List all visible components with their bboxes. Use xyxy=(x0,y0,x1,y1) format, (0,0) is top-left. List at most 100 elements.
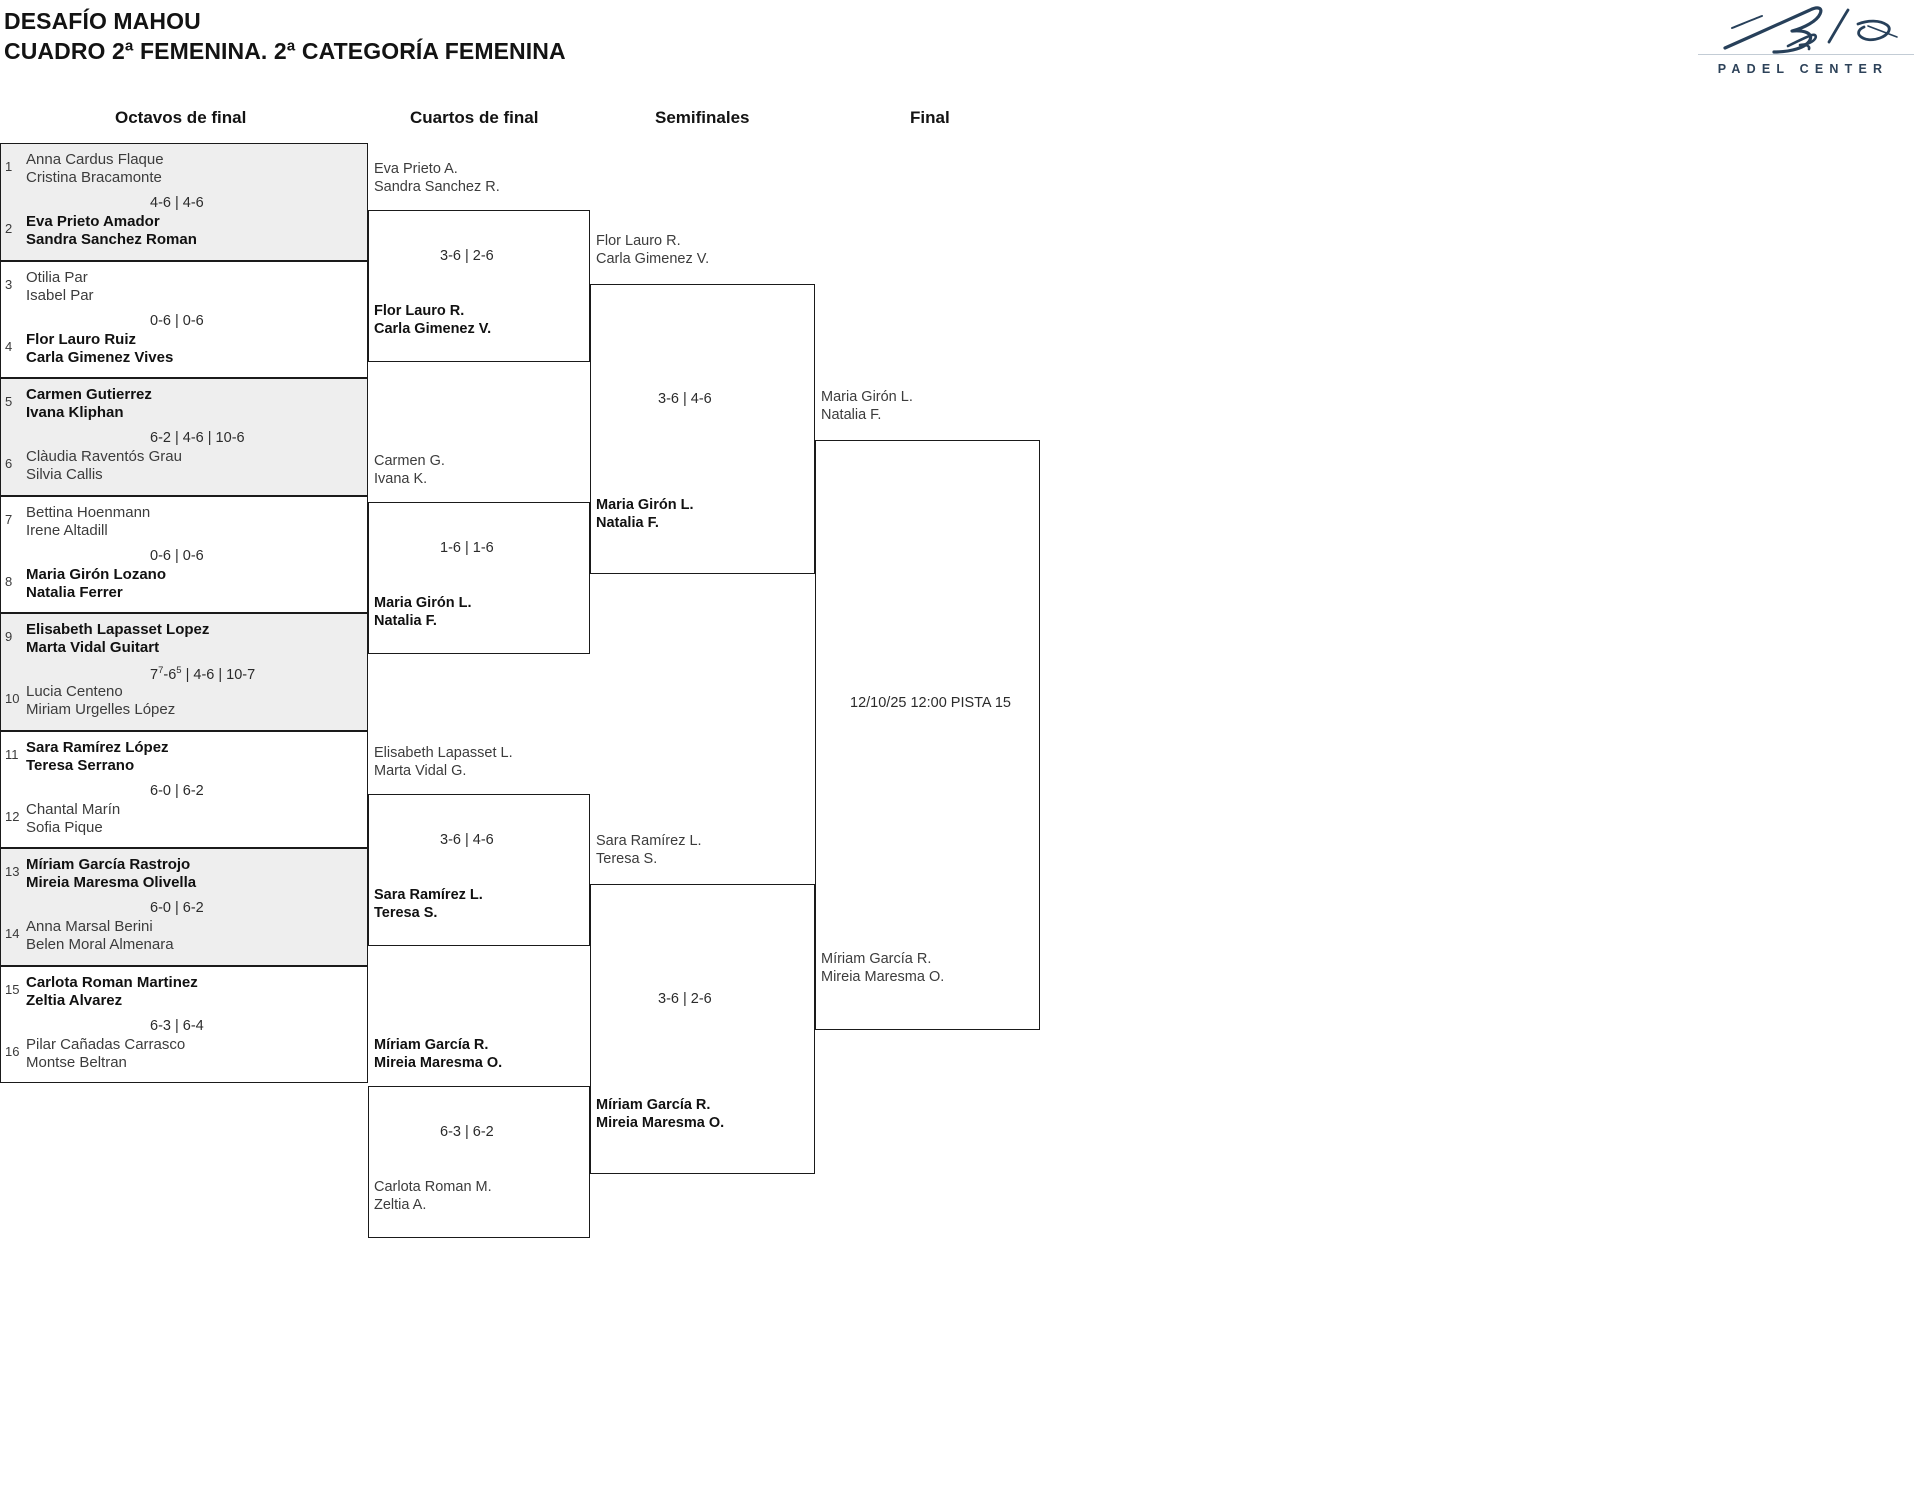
quarterfinal-team-top[interactable]: Míriam García R. Mireia Maresma O. xyxy=(374,1036,502,1072)
player-name: Carlota Roman Martinez xyxy=(26,973,198,991)
player-name: Isabel Par xyxy=(26,286,94,304)
player-name: Carmen Gutierrez xyxy=(26,386,152,403)
player-name: Elisabeth Lapasset L. xyxy=(374,745,513,761)
semifinal-team-top[interactable]: Flor Lauro R.Carla Gimenez V. xyxy=(596,232,709,268)
player-name: Míriam García Rastrojo xyxy=(26,856,191,873)
player-name: Anna Marsal Berini xyxy=(26,918,153,935)
round1-match-box[interactable] xyxy=(0,378,368,496)
round1-shade-band xyxy=(0,848,368,966)
round1-seed-number: 15 xyxy=(5,981,20,997)
quarterfinal-team-bottom[interactable]: Flor Lauro R. Carla Gimenez V. xyxy=(374,302,491,338)
player-name: Marta Vidal Guitart xyxy=(26,639,160,657)
player-name: Mireia Maresma O. xyxy=(374,1055,503,1072)
player-name: Mireia Maresma O. xyxy=(821,969,945,986)
final-team-top[interactable]: Maria Girón L.Natalia F. xyxy=(821,388,913,424)
round1-match-box[interactable] xyxy=(0,965,368,1083)
round1-match-box[interactable] xyxy=(0,495,368,613)
page-title: DESAFÍO MAHOU CUADRO 2ª FEMENINA. 2ª CAT… xyxy=(4,6,566,67)
semifinal-score: 3-6 | 4-6 xyxy=(658,391,712,407)
final-match-box[interactable] xyxy=(815,440,1040,1030)
round1-seed-number: 16 xyxy=(5,1043,20,1059)
player-name: Carla Gimenez V. xyxy=(374,321,492,338)
player-name: Sandra Sanchez R. xyxy=(374,179,500,196)
semifinal-team-bottom[interactable]: Maria Girón L.Natalia F. xyxy=(596,496,694,532)
final-schedule: 12/10/25 12:00 PISTA 15 xyxy=(850,695,1011,711)
player-name: Teresa S. xyxy=(596,851,658,868)
round1-seed-number: 9 xyxy=(5,629,13,644)
quarterfinal-match-box[interactable] xyxy=(368,502,590,654)
player-name: Carmen G. xyxy=(374,453,445,469)
quarterfinal-score: 3-6 | 2-6 xyxy=(440,248,494,264)
quarterfinal-team-top[interactable]: Carmen G.Ivana K. xyxy=(374,452,445,488)
round1-score: 6-3 | 6-4 xyxy=(150,1017,204,1034)
quarterfinal-match-box[interactable] xyxy=(368,210,590,362)
round1-shade-band xyxy=(0,613,368,731)
player-name: Míriam García R. xyxy=(374,1037,489,1053)
round1-match-box[interactable] xyxy=(0,143,368,261)
bela-script-icon xyxy=(1723,6,1898,54)
player-name: Sara Ramírez L. xyxy=(596,833,702,849)
bela-padel-center-logo: PADEL CENTER xyxy=(1692,2,1918,80)
round1-seed-number: 10 xyxy=(5,691,20,706)
quarterfinal-team-top[interactable]: Eva Prieto A. Sandra Sanchez R. xyxy=(374,160,500,196)
quarterfinal-score: 3-6 | 4-6 xyxy=(440,832,494,848)
semifinal-match-box[interactable] xyxy=(590,284,815,574)
player-name: Zeltia A. xyxy=(374,1197,427,1214)
quarterfinal-team-bottom[interactable]: Maria Girón L.Natalia F. xyxy=(374,594,472,630)
player-name: Silvia Callis xyxy=(26,466,103,484)
quarterfinal-match-box[interactable] xyxy=(368,794,590,946)
round1-score: 77-65 | 4-6 | 10-7 xyxy=(150,665,256,683)
player-name: Mireia Maresma Olivella xyxy=(26,874,197,892)
quarterfinal-team-top[interactable]: Elisabeth Lapasset L.Marta Vidal G. xyxy=(374,744,513,780)
player-name: Teresa Serrano xyxy=(26,756,135,774)
quarterfinal-match-box[interactable] xyxy=(368,1086,590,1238)
round-header-final: Final xyxy=(910,108,950,127)
round1-seed-number: 2 xyxy=(5,221,13,236)
player-name: Otilia Par xyxy=(26,268,88,286)
player-name: Teresa S. xyxy=(374,905,438,922)
semifinal-team-bottom[interactable]: Míriam García R.Mireia Maresma O. xyxy=(596,1096,724,1132)
round1-match-box[interactable] xyxy=(0,848,368,966)
round-header-semifinales: Semifinales xyxy=(655,108,750,127)
player-name: Flor Lauro R. xyxy=(374,303,465,319)
quarterfinal-team-bottom[interactable]: Sara Ramírez L.Teresa S. xyxy=(374,886,483,922)
semifinal-score: 3-6 | 2-6 xyxy=(658,991,712,1007)
player-name: Irene Altadill xyxy=(26,521,108,539)
semifinal-team-top[interactable]: Sara Ramírez L. Teresa S. xyxy=(596,832,702,868)
semifinal-match-box[interactable] xyxy=(590,884,815,1174)
tournament-name: DESAFÍO MAHOU xyxy=(4,8,201,34)
round1-score: 0-6 | 0-6 xyxy=(150,312,204,329)
round1-seed-number: 13 xyxy=(5,864,20,879)
round1-match-box[interactable] xyxy=(0,730,368,848)
player-name: Eva Prieto A. xyxy=(374,161,458,177)
quarterfinal-score: 1-6 | 1-6 xyxy=(440,540,494,556)
player-name: Anna Cardus Flaque xyxy=(26,151,164,168)
quarterfinal-team-bottom[interactable]: Carlota Roman M.Zeltia A. xyxy=(374,1178,492,1214)
round1-seed-number: 5 xyxy=(5,394,13,409)
round1-match-box[interactable] xyxy=(0,260,368,378)
player-name: Miriam Urgelles López xyxy=(26,701,176,719)
player-name: Natalia Ferrer xyxy=(26,583,123,601)
player-name: Flor Lauro Ruiz xyxy=(26,330,136,348)
player-name: Mireia Maresma O. xyxy=(596,1115,725,1132)
round1-match-box[interactable] xyxy=(0,613,368,731)
player-name: Pilar Cañadas Carrasco xyxy=(26,1035,186,1053)
final-team-bottom[interactable]: Míriam García R.Mireia Maresma O. xyxy=(821,950,944,986)
player-name: Maria Girón L. xyxy=(374,595,472,611)
